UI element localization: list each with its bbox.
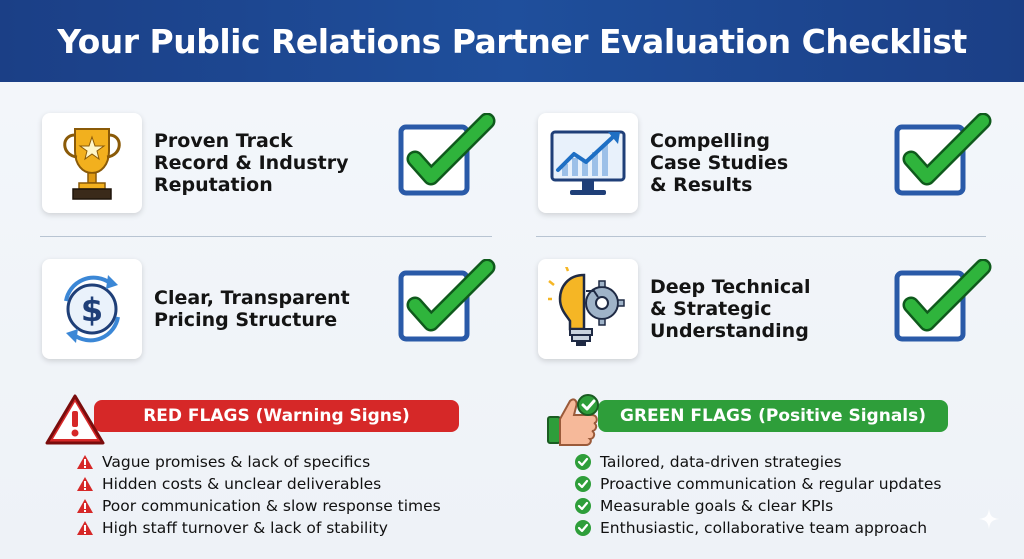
- green-flags-list: Tailored, data-driven strategies Proacti…: [574, 451, 994, 539]
- list-item-text: Vague promises & lack of specifics: [102, 453, 371, 471]
- criterion-title: Compelling Case Studies & Results: [650, 130, 789, 196]
- growth-chart-monitor-icon: [538, 113, 638, 213]
- check-circle-icon: [575, 520, 591, 536]
- red-flags-list: Vague promises & lack of specifics Hidde…: [76, 451, 496, 539]
- list-item: Enthusiastic, collaborative team approac…: [574, 517, 994, 539]
- list-item-text: Proactive communication & regular update…: [600, 475, 942, 493]
- warning-icon: [77, 499, 93, 513]
- red-flags-header: RED FLAGS (Warning Signs): [44, 393, 459, 445]
- thumbs-up-check-icon: [547, 394, 599, 446]
- criterion-card-case-studies: Compelling Case Studies & Results: [538, 112, 1008, 223]
- list-item: Tailored, data-driven strategies: [574, 451, 994, 473]
- warning-icon: [77, 521, 93, 535]
- green-flags-label: GREEN FLAGS (Positive Signals): [598, 400, 948, 432]
- green-flags-header: GREEN FLAGS (Positive Signals): [544, 393, 954, 446]
- header-banner: Your Public Relations Partner Evaluation…: [0, 0, 1024, 82]
- list-item-text: Poor communication & slow response times: [102, 497, 441, 515]
- check-circle-icon: [575, 498, 591, 514]
- checkbox-checked-icon: [397, 112, 497, 203]
- warning-icon: [77, 477, 93, 491]
- warning-icon: [77, 455, 93, 469]
- sparkle-icon: [979, 509, 999, 529]
- dollar-cycle-icon: $: [42, 259, 142, 359]
- criterion-title: Clear, Transparent Pricing Structure: [154, 287, 350, 331]
- checkbox-checked-icon: [893, 258, 993, 349]
- criterion-title: Deep Technical & Strategic Understanding: [650, 276, 811, 342]
- list-item-text: Tailored, data-driven strategies: [600, 453, 842, 471]
- warning-triangle-icon: [45, 394, 105, 445]
- list-item: Measurable goals & clear KPIs: [574, 495, 994, 517]
- criterion-card-technical: Deep Technical & Strategic Understanding: [538, 258, 1008, 369]
- red-flags-label: RED FLAGS (Warning Signs): [94, 400, 459, 432]
- list-item: Proactive communication & regular update…: [574, 473, 994, 495]
- check-circle-icon: [575, 476, 591, 492]
- divider: [536, 236, 986, 237]
- criterion-title: Proven Track Record & Industry Reputatio…: [154, 130, 349, 196]
- svg-text:$: $: [81, 291, 103, 329]
- list-item-text: Enthusiastic, collaborative team approac…: [600, 519, 928, 537]
- criterion-card-pricing: $ Clear, Transparent Pricing Structure: [42, 258, 512, 369]
- criterion-card-track-record: Proven Track Record & Industry Reputatio…: [42, 112, 512, 223]
- list-item: High staff turnover & lack of stability: [76, 517, 496, 539]
- list-item-text: Hidden costs & unclear deliverables: [102, 475, 382, 493]
- list-item-text: Measurable goals & clear KPIs: [600, 497, 834, 515]
- list-item: Hidden costs & unclear deliverables: [76, 473, 496, 495]
- divider: [40, 236, 492, 237]
- checkbox-checked-icon: [893, 112, 993, 203]
- page-title: Your Public Relations Partner Evaluation…: [57, 21, 967, 61]
- lightbulb-gear-icon: [538, 259, 638, 359]
- check-circle-icon: [575, 454, 591, 470]
- list-item: Vague promises & lack of specifics: [76, 451, 496, 473]
- list-item-text: High staff turnover & lack of stability: [102, 519, 388, 537]
- list-item: Poor communication & slow response times: [76, 495, 496, 517]
- trophy-icon: [42, 113, 142, 213]
- checkbox-checked-icon: [397, 258, 497, 349]
